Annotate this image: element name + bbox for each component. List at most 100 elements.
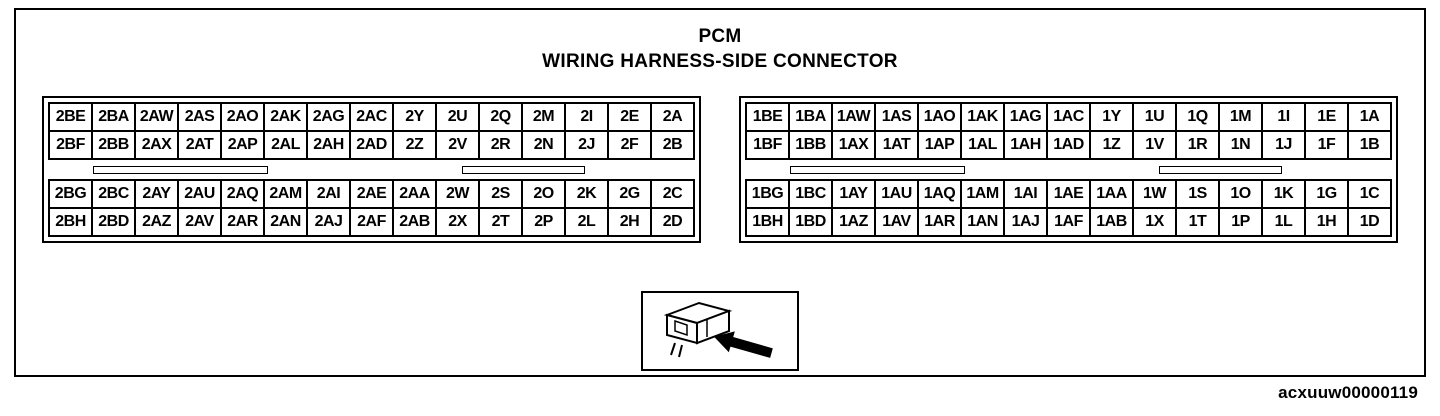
pin-cell: 1G <box>1305 180 1348 208</box>
pin-cell: 2AC <box>350 103 393 131</box>
keying-bar <box>790 166 965 174</box>
title-line-1: PCM <box>698 26 742 47</box>
pin-cell: 1AU <box>875 180 918 208</box>
pin-cell: 1I <box>1262 103 1305 131</box>
pin-cell: 1AT <box>875 131 918 159</box>
pin-cell: 1A <box>1348 103 1391 131</box>
pin-cell: 2Q <box>479 103 522 131</box>
pin-cell: 1U <box>1133 103 1176 131</box>
pin-cell: 1AV <box>875 208 918 236</box>
pin-cell: 2A <box>651 103 694 131</box>
pin-cell: 2F <box>608 131 651 159</box>
pin-cell: 1AY <box>832 180 875 208</box>
pin-cell: 1BE <box>746 103 789 131</box>
pin-cell: 2J <box>565 131 608 159</box>
pin-cell: 2BC <box>92 180 135 208</box>
pin-cell: 1AP <box>918 131 961 159</box>
pin-cell: 1E <box>1305 103 1348 131</box>
pin-cell: 1AZ <box>832 208 875 236</box>
pin-cell: 2AJ <box>307 208 350 236</box>
pin-cell: 1R <box>1176 131 1219 159</box>
pin-cell: 1BA <box>789 103 832 131</box>
pin-cell: 2AR <box>221 208 264 236</box>
pin-cell: 1O <box>1219 180 1262 208</box>
pin-cell: 1AH <box>1004 131 1047 159</box>
pin-cell: 2BE <box>49 103 92 131</box>
pin-cell: 1AJ <box>1004 208 1047 236</box>
pin-cell: 2AS <box>178 103 221 131</box>
pin-cell: 1M <box>1219 103 1262 131</box>
pin-cell: 1J <box>1262 131 1305 159</box>
pin-cell: 2Y <box>393 103 436 131</box>
pin-cell: 1C <box>1348 180 1391 208</box>
diagram-title: PCM WIRING HARNESS-SIDE CONNECTOR <box>16 24 1424 74</box>
pin-cell: 1T <box>1176 208 1219 236</box>
pin-cell: 1AF <box>1047 208 1090 236</box>
pin-cell: 1BF <box>746 131 789 159</box>
pin-cell: 1AW <box>832 103 875 131</box>
pin-cell: 2BF <box>49 131 92 159</box>
pin-cell: 1AD <box>1047 131 1090 159</box>
pin-cell: 1K <box>1262 180 1305 208</box>
connector-orientation-callout <box>641 291 799 371</box>
pin-cell: 2AP <box>221 131 264 159</box>
pin-cell: 2AB <box>393 208 436 236</box>
pin-cell: 1BG <box>746 180 789 208</box>
pin-cell: 1D <box>1348 208 1391 236</box>
pin-cell: 2V <box>436 131 479 159</box>
pin-cell: 2L <box>565 208 608 236</box>
title-line-2: WIRING HARNESS-SIDE CONNECTOR <box>542 51 898 72</box>
pin-cell: 2AL <box>264 131 307 159</box>
pin-cell: 1Y <box>1090 103 1133 131</box>
pin-cell: 1AI <box>1004 180 1047 208</box>
pin-cell: 1H <box>1305 208 1348 236</box>
pin-cell: 2BH <box>49 208 92 236</box>
pin-cell: 2H <box>608 208 651 236</box>
connector-2-key-gap <box>48 160 695 179</box>
pin-cell: 1AX <box>832 131 875 159</box>
pin-cell: 2BB <box>92 131 135 159</box>
pin-cell: 2AG <box>307 103 350 131</box>
pin-cell: 2AE <box>350 180 393 208</box>
pin-cell: 2AV <box>178 208 221 236</box>
connector-1-key-gap <box>745 160 1392 179</box>
pin-cell: 1BB <box>789 131 832 159</box>
pin-cell: 2S <box>479 180 522 208</box>
pin-cell: 1AM <box>961 180 1004 208</box>
pin-cell: 1AN <box>961 208 1004 236</box>
pin-cell: 2AA <box>393 180 436 208</box>
pin-cell: 2AT <box>178 131 221 159</box>
pin-cell: 1AK <box>961 103 1004 131</box>
pin-cell: 1F <box>1305 131 1348 159</box>
pin-cell: 1S <box>1176 180 1219 208</box>
pin-cell: 2B <box>651 131 694 159</box>
pin-cell: 1Q <box>1176 103 1219 131</box>
pin-cell: 2Z <box>393 131 436 159</box>
pin-cell: 1AG <box>1004 103 1047 131</box>
connector-with-arrow-icon <box>645 293 795 370</box>
pin-cell: 2AH <box>307 131 350 159</box>
pin-cell: 1AQ <box>918 180 961 208</box>
pin-cell: 2D <box>651 208 694 236</box>
pin-cell: 1P <box>1219 208 1262 236</box>
pin-cell: 2R <box>479 131 522 159</box>
pin-cell: 1AL <box>961 131 1004 159</box>
pin-cell: 2AK <box>264 103 307 131</box>
pin-cell: 1AA <box>1090 180 1133 208</box>
pin-cell: 2P <box>522 208 565 236</box>
pin-cell: 2AM <box>264 180 307 208</box>
pin-cell: 2AZ <box>135 208 178 236</box>
pin-cell: 2E <box>608 103 651 131</box>
pin-cell: 1AB <box>1090 208 1133 236</box>
